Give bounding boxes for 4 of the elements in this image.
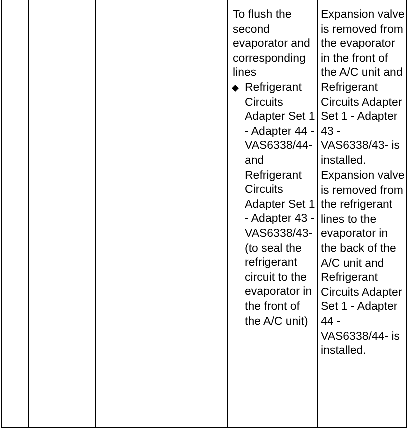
bullet-item: Refrigerant Circuits Adapter Set 1 - Adapter 44 - VAS6338/44- and Refrigerant Circuits Adapter Set 1 - Adapter 43 - VAS6338/43- (to seal the refrigerant circuit to the evaporator in the front of the A/C unit) (245, 81, 316, 330)
cell-text: Expansion valve is removed from the evaporator in the front of the A/C unit and Refrigerant Circuits Adapter Set 1 - Adapter 43 - VAS6338/43- is installed. (321, 8, 405, 169)
cell-text: To flush the second evaporator and corresponding lines (233, 8, 312, 81)
cell-text: Expansion valve is removed from the refrigerant lines to the evaporator in the back of the A/C unit and Refrigerant Circuits Adapter Set 1 - Adapter 44 - VAS6338/44- is installed. (321, 169, 405, 359)
